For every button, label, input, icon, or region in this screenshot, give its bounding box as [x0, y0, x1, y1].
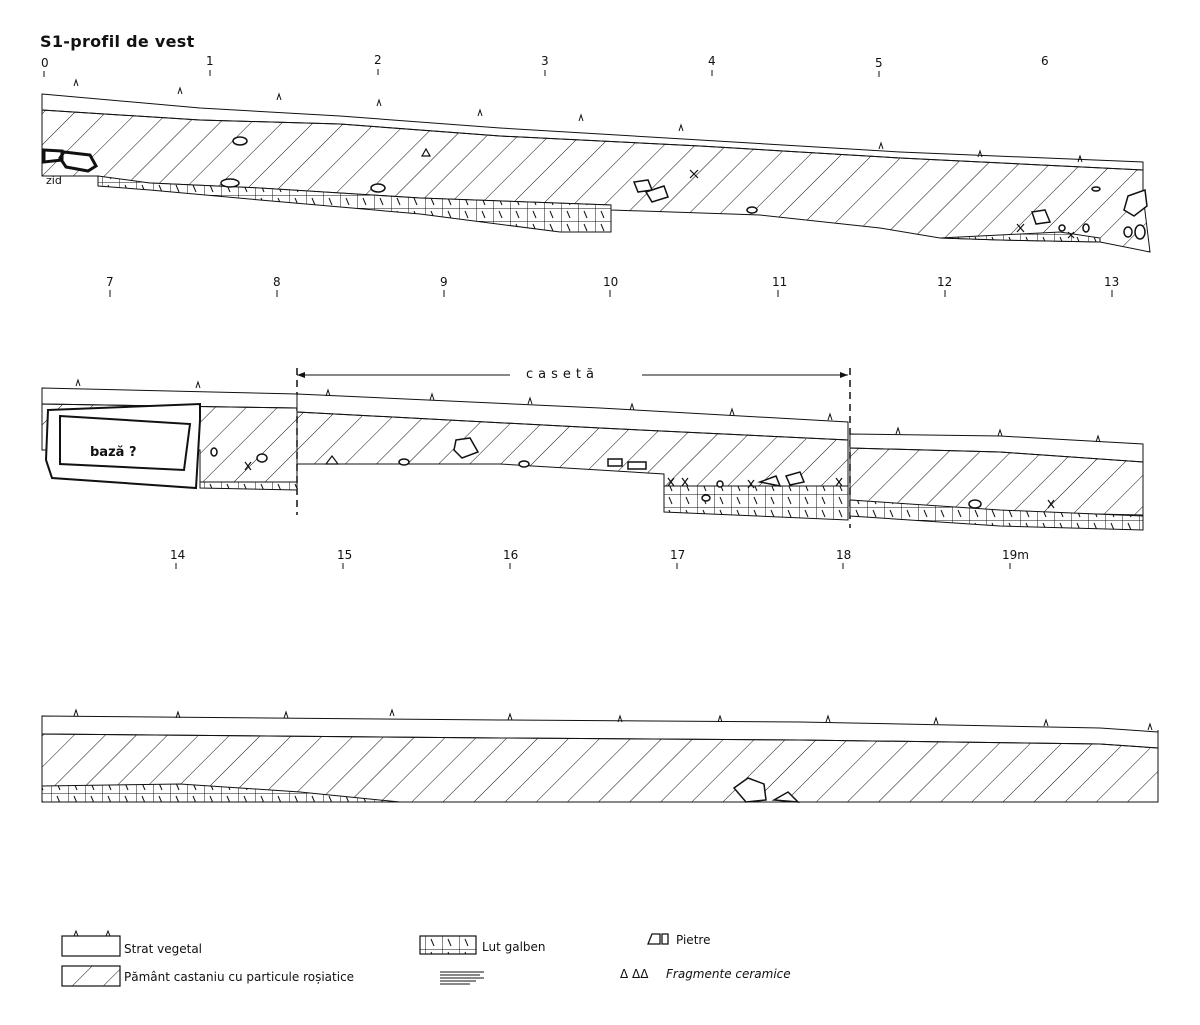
- tick-label-18: 18: [836, 548, 851, 562]
- caseta-label: casetă: [526, 367, 599, 382]
- tick-label-10: 10: [603, 275, 618, 289]
- tick-label-3: 3: [541, 54, 549, 68]
- tick-label-6: 6: [1041, 54, 1049, 68]
- tick-label-12: 12: [937, 275, 952, 289]
- tick-label-13: 13: [1104, 275, 1119, 289]
- row1-stones: [220, 136, 1148, 240]
- legend-pietre-label: Pietre: [676, 933, 710, 947]
- tick-label-5: 5: [875, 56, 883, 70]
- wall-label: zid: [46, 174, 62, 187]
- tick-label-9: 9: [440, 275, 448, 289]
- legend-lut: Lut galben: [419, 935, 546, 955]
- legend-hatched-symbol: [440, 971, 484, 985]
- tick-label-0: 0: [41, 56, 49, 70]
- legend: Strat vegetal Pământ castaniu cu particu…: [61, 929, 791, 987]
- tick-label-11: 11: [772, 275, 787, 289]
- ceramic-symbol-icon: Δ ΔΔ: [620, 967, 649, 981]
- drawing-title: S1-profil de vest: [40, 32, 195, 51]
- legend-lut-label: Lut galben: [482, 940, 546, 954]
- row1-clay-layer: [97, 175, 612, 233]
- legend-vegetal-label: Strat vegetal: [124, 942, 202, 956]
- row1-clay-layer-right: [939, 231, 1101, 243]
- tick-label-17: 17: [670, 548, 685, 562]
- legend-ceramic: Δ ΔΔ Fragmente ceramice: [620, 967, 791, 981]
- tick-label-15: 15: [337, 548, 352, 562]
- row2-grass: [75, 378, 1101, 443]
- base-label: bază ?: [90, 445, 136, 460]
- tick-label-14: 14: [170, 548, 185, 562]
- tick-label-7: 7: [106, 275, 114, 289]
- legend-pietre: Pietre: [647, 933, 710, 947]
- legend-pamant-label: Pământ castaniu cu particule roșiatice: [124, 970, 354, 984]
- row1-profile: zid: [41, 78, 1151, 253]
- row2-stones: [210, 437, 982, 509]
- tick-label-19m: 19m: [1002, 548, 1029, 562]
- tick-label-4: 4: [708, 54, 716, 68]
- row1-top-ticks: 0 1 2 3 4 5 6: [41, 53, 1049, 77]
- tick-label-1: 1: [206, 54, 214, 68]
- row3-profile: [41, 708, 1159, 803]
- row2-sherds: [244, 455, 1055, 509]
- row1-bottom-ticks: 7 8 9 10 11 12 13: [106, 275, 1119, 297]
- row1-sherds: [420, 147, 1075, 239]
- wall-stone: [42, 148, 98, 173]
- tick-label-16: 16: [503, 548, 518, 562]
- row2-bottom-ticks: 14 15 16 17 18 19m: [170, 548, 1029, 569]
- row2-profile: bază ?: [41, 378, 1144, 531]
- stone-icon: [647, 933, 669, 945]
- row1-grass: [73, 78, 1083, 163]
- legend-vegetal: Strat vegetal: [61, 929, 202, 957]
- legend-pamant: Pământ castaniu cu particule roșiatice: [61, 965, 354, 987]
- legend-ceramic-label: Fragmente ceramice: [666, 967, 791, 981]
- tick-label-8: 8: [273, 275, 281, 289]
- tick-label-2: 2: [374, 53, 382, 67]
